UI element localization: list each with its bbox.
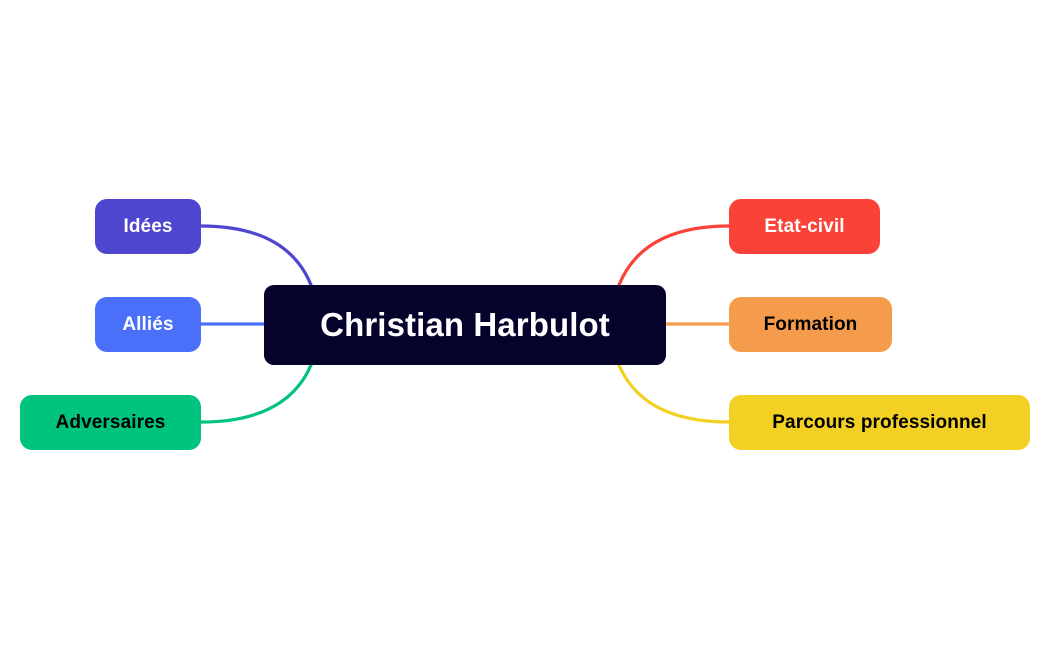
branch-node-label: Alliés [122, 313, 174, 335]
central-node[interactable]: Christian Harbulot [264, 285, 666, 365]
connector-parcours-professionnel [617, 363, 731, 424]
branch-node-idees[interactable]: Idées [95, 199, 201, 254]
branch-node-label: Parcours professionnel [772, 411, 987, 433]
connector-adversaires [199, 363, 313, 424]
branch-node-adversaires[interactable]: Adversaires [20, 395, 201, 450]
branch-node-label: Etat-civil [764, 215, 845, 237]
branch-node-label: Formation [763, 313, 858, 335]
branch-node-parcours-professionnel[interactable]: Parcours professionnel [729, 395, 1030, 450]
branch-node-label: Idées [123, 215, 173, 237]
connector-idees [199, 224, 313, 287]
connector-etat-civil [617, 224, 731, 287]
branch-node-formation[interactable]: Formation [729, 297, 892, 352]
central-node-label: Christian Harbulot [320, 306, 610, 343]
branch-node-allies[interactable]: Alliés [95, 297, 201, 352]
branch-node-label: Adversaires [55, 411, 166, 433]
branch-node-etat-civil[interactable]: Etat-civil [729, 199, 880, 254]
